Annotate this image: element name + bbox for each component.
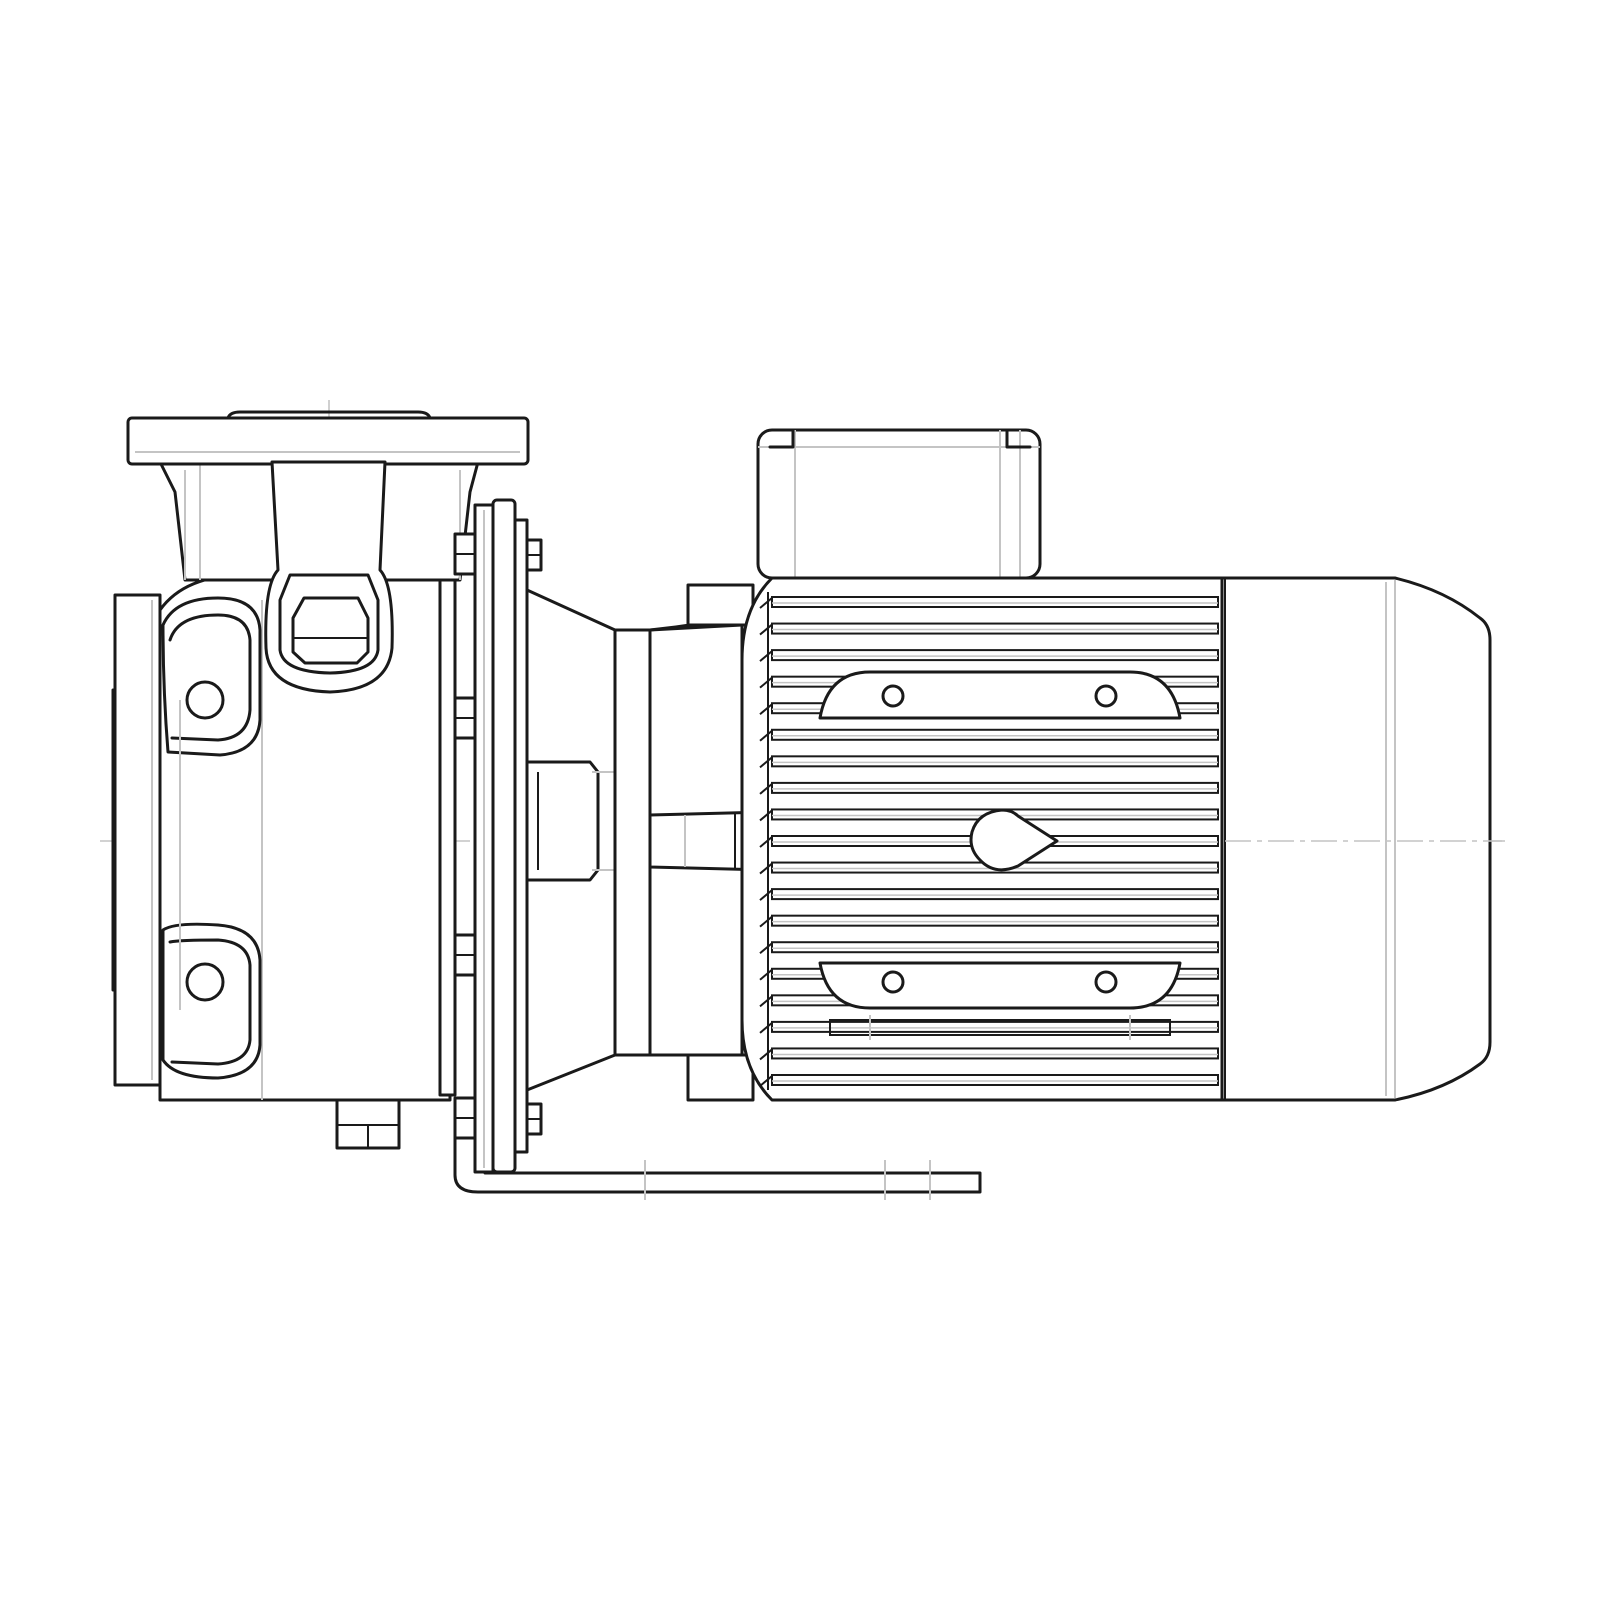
cooling-fin-end bbox=[759, 915, 773, 928]
cooling-fin-end bbox=[759, 597, 773, 609]
cooling-fin bbox=[771, 622, 1219, 635]
cooling-fin bbox=[771, 941, 1219, 954]
cooling-fin-end bbox=[759, 783, 773, 795]
cooling-fin bbox=[771, 888, 1219, 901]
casing-lug-upper-inner bbox=[168, 613, 252, 742]
motor-adapter-ring bbox=[613, 628, 652, 1057]
bracket-flange-plate-2 bbox=[491, 498, 517, 1174]
motor-adapter-foot-top bbox=[686, 583, 755, 627]
flange-bolt bbox=[453, 532, 543, 576]
discharge-flange bbox=[126, 416, 530, 466]
casing-lug-lower bbox=[161, 922, 262, 1080]
fan-cover bbox=[1220, 576, 1492, 1102]
cooling-fin-end bbox=[759, 942, 773, 954]
nameplate-screw bbox=[881, 684, 905, 708]
nameplate-screw bbox=[881, 970, 905, 994]
terminal-box-corner-left bbox=[768, 428, 795, 449]
cooling-fin bbox=[771, 1020, 1219, 1033]
discharge-flange-boss bbox=[226, 410, 432, 420]
vent-plug-inner bbox=[278, 573, 380, 675]
cooling-fin bbox=[771, 728, 1219, 741]
base-foot-hidden-lines bbox=[644, 1160, 931, 1200]
nameplate-upper bbox=[818, 670, 1182, 720]
vent-plug-nut bbox=[291, 596, 370, 665]
cooling-fin-end bbox=[759, 1048, 773, 1061]
casing-lug-lower-hole bbox=[185, 962, 225, 1002]
terminal-box-corner-right bbox=[1005, 428, 1032, 449]
rotation-arrow-icon bbox=[969, 808, 1059, 872]
cooling-fin-end bbox=[759, 650, 773, 662]
casing-lug-upper bbox=[161, 596, 262, 757]
terminal-box bbox=[756, 428, 1042, 580]
casing-right-face bbox=[438, 563, 457, 1097]
cooling-fin bbox=[771, 914, 1219, 927]
cooling-fin bbox=[771, 755, 1219, 768]
cooling-fin-end bbox=[759, 1022, 773, 1034]
cooling-fin-end bbox=[759, 1075, 773, 1087]
terminal-box-hidden-lines bbox=[758, 430, 1040, 578]
cooling-fin-end bbox=[759, 969, 773, 981]
nameplate-lower bbox=[818, 961, 1182, 1010]
cooling-fin-end bbox=[759, 623, 773, 636]
flange-bolt bbox=[453, 1096, 543, 1140]
nameplate-screw bbox=[1094, 970, 1118, 994]
casing-lug-lower-inner bbox=[168, 938, 252, 1066]
cooling-fin-end bbox=[759, 756, 773, 769]
cooling-fin-end bbox=[759, 995, 773, 1008]
base-foot bbox=[453, 1128, 982, 1194]
cooling-fin bbox=[771, 1074, 1219, 1086]
motor-foot-hidden-lines bbox=[829, 1015, 1171, 1040]
cooling-fin-end bbox=[759, 730, 773, 742]
bracket-flange-plate-3 bbox=[513, 518, 529, 1154]
cooling-fin-end bbox=[759, 676, 773, 689]
cooling-fin bbox=[771, 596, 1219, 608]
cooling-fin bbox=[771, 781, 1219, 794]
cooling-fin-end bbox=[759, 836, 773, 848]
cooling-fin-end bbox=[759, 862, 773, 875]
casing-lug-upper-hole bbox=[185, 680, 225, 720]
nameplate-screw bbox=[1094, 684, 1118, 708]
motor-adapter-foot-bottom bbox=[686, 1053, 755, 1102]
suction-flange bbox=[113, 593, 162, 1087]
cooling-fin bbox=[771, 1047, 1219, 1060]
cooling-fin-end bbox=[759, 809, 773, 822]
cooling-fin bbox=[771, 649, 1219, 662]
cooling-fin-end bbox=[759, 703, 773, 715]
cooling-fin-end bbox=[759, 889, 773, 901]
